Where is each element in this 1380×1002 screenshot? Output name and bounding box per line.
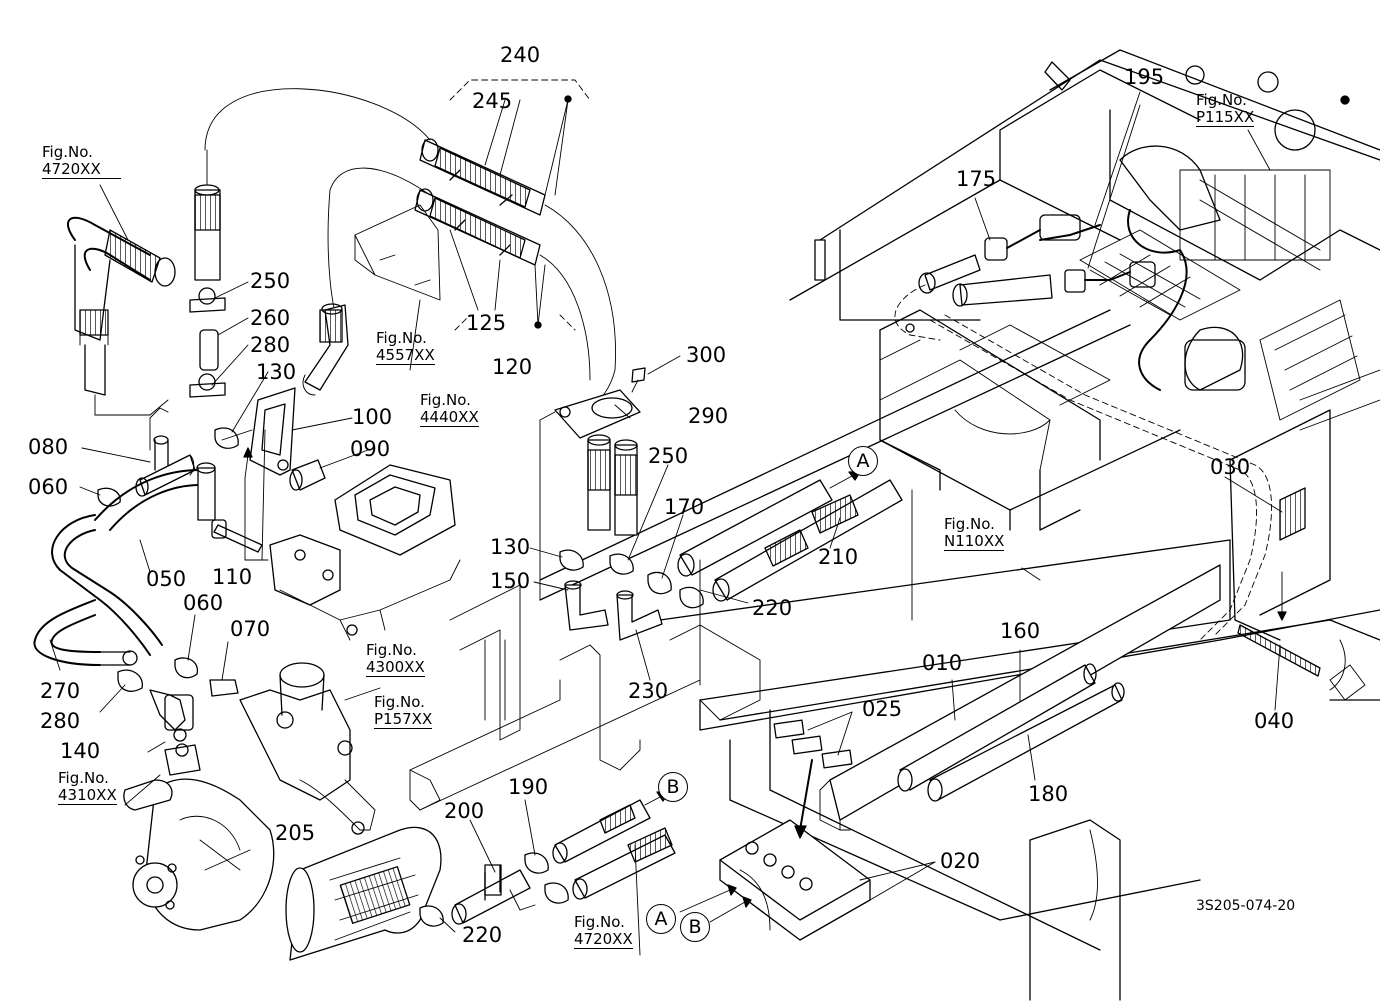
callout-200: 200: [444, 799, 485, 823]
callout-230: 230: [628, 679, 669, 703]
callout-195: 195: [1124, 65, 1165, 89]
callout-175: 175: [956, 167, 997, 191]
callout-250-center: 250: [648, 444, 689, 468]
fig-ref-p157xx: Fig.No.P157XX: [374, 693, 433, 729]
fig-ref-4440xx: Fig.No.4440XX: [420, 391, 479, 427]
callout-140: 140: [60, 739, 101, 763]
callout-180: 180: [1028, 782, 1069, 806]
connector-marker-a-bottom: A: [646, 904, 676, 934]
callout-060: 060: [28, 475, 69, 499]
callout-125: 125: [466, 311, 507, 335]
callout-040: 040: [1254, 709, 1295, 733]
drawing-code: 3S205-074-20: [1196, 898, 1296, 914]
callout-020: 020: [940, 849, 981, 873]
fig-ref-4720xx-lower: Fig.No.4720XX: [574, 913, 633, 949]
callout-090: 090: [350, 437, 391, 461]
left-hoses-group: [33, 88, 461, 931]
callout-025: 025: [862, 697, 903, 721]
callout-010: 010: [922, 651, 963, 675]
callout-070: 070: [230, 617, 271, 641]
callout-190: 190: [508, 775, 549, 799]
center-hoses-group: [285, 79, 913, 961]
callout-245: 245: [472, 89, 513, 113]
fig-ref-4310xx: Fig.No.4310XX: [58, 769, 117, 805]
callout-060-lower: 060: [183, 591, 224, 615]
callout-120: 120: [492, 355, 533, 379]
connector-marker-a-top: A: [848, 446, 878, 476]
fig-ref-4557xx: Fig.No.4557XX: [376, 329, 435, 365]
callout-250: 250: [250, 269, 291, 293]
callout-130: 130: [256, 360, 297, 384]
callout-280: 280: [250, 333, 291, 357]
callout-300: 300: [686, 343, 727, 367]
fig-ref-p115xx: Fig.No.P115XX: [1196, 91, 1255, 127]
callout-290: 290: [688, 404, 729, 428]
callout-130-center: 130: [490, 535, 531, 559]
callout-270: 270: [40, 679, 81, 703]
connector-marker-b-bottom: B: [680, 912, 710, 942]
callout-050: 050: [146, 567, 187, 591]
callout-260: 260: [250, 306, 291, 330]
callout-280-lower: 280: [40, 709, 81, 733]
callout-110: 110: [212, 565, 253, 589]
callout-220: 220: [752, 596, 793, 620]
callout-150: 150: [490, 569, 531, 593]
callout-100: 100: [352, 405, 393, 429]
connector-marker-b-top: B: [658, 772, 688, 802]
callout-205: 205: [275, 821, 316, 845]
engine-frame-group: [539, 49, 1380, 1001]
callout-170: 170: [664, 495, 705, 519]
leader-lines: [49, 91, 1283, 956]
callout-160: 160: [1000, 619, 1041, 643]
callout-210: 210: [818, 545, 859, 569]
fig-ref-4300xx: Fig.No.4300XX: [366, 641, 425, 677]
callout-030: 030: [1210, 455, 1251, 479]
fig-ref-4720xx: Fig.No.4720XX: [42, 144, 121, 179]
callout-220-lower: 220: [462, 923, 503, 947]
callout-240: 240: [500, 43, 541, 67]
fig-ref-n110xx: Fig.No.N110XX: [944, 515, 1005, 551]
callout-080: 080: [28, 435, 69, 459]
